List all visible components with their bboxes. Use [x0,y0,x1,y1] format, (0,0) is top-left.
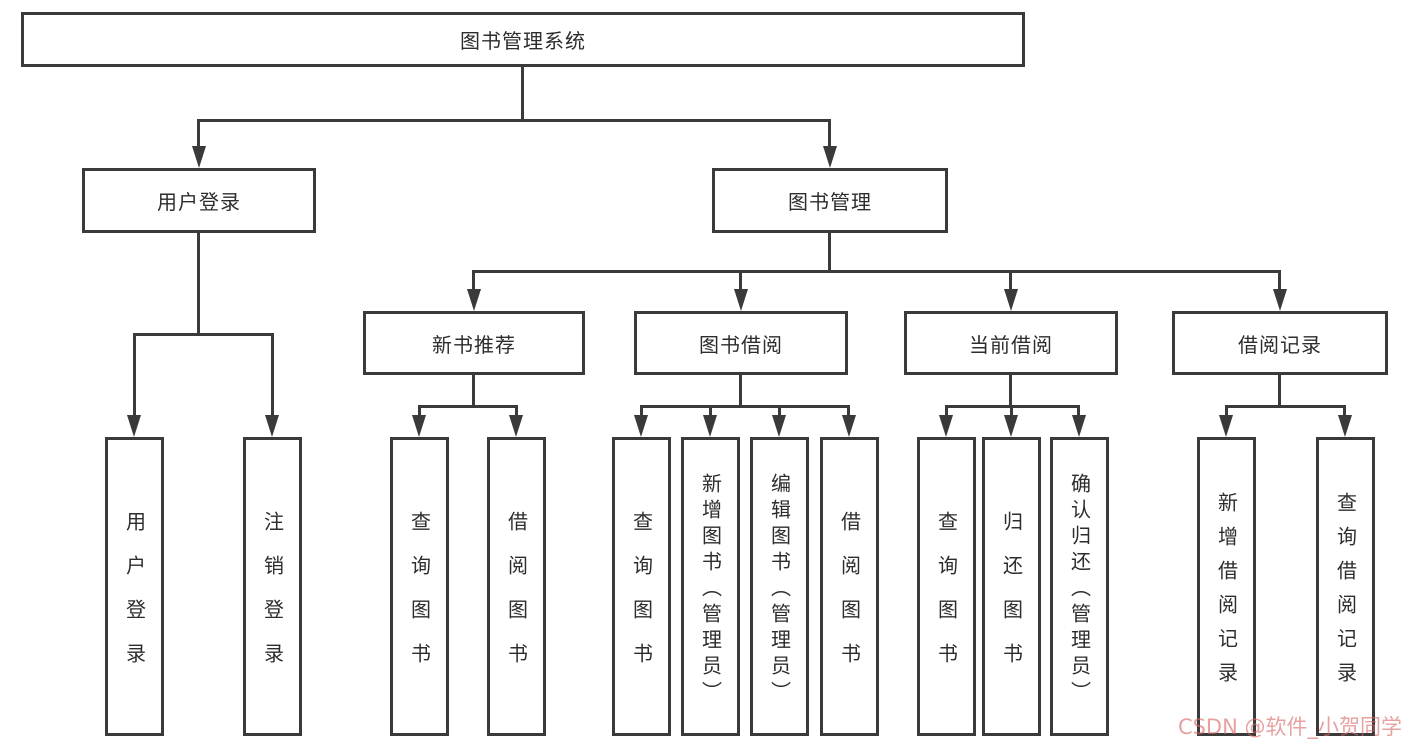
leaf-borrow-borrow-books-label: 借阅图书 [837,510,862,687]
arrow-down-icon [1072,415,1086,437]
node-book-management: 图书管理 [712,168,948,233]
arrow-down-icon [634,415,648,437]
connector-line [739,375,742,408]
leaf-current-return-books: 归还图书 [982,437,1041,736]
arrow-down-icon [842,415,856,437]
arrow-down-icon [265,415,279,437]
leaf-recommend-query-books: 查询图书 [390,437,449,736]
leaf-recommend-borrow-books-label: 借阅图书 [504,510,529,687]
arrow-down-icon [509,415,523,437]
csdn-watermark: CSDN @软件_小贺同学 [1177,715,1402,739]
leaf-user-login-label: 用户登录 [122,510,147,687]
connector-line [1278,375,1281,408]
node-user-login-label: 用户登录 [157,190,241,214]
node-borrow-record: 借阅记录 [1172,311,1388,375]
leaf-logout: 注销登录 [243,437,302,736]
connector-line [133,333,274,336]
leaf-current-query-books: 查询图书 [917,437,976,736]
connector-line [828,119,831,152]
leaf-logout-label: 注销登录 [260,510,285,687]
arrow-down-icon [412,415,426,437]
connector-line [778,405,781,418]
connector-line [739,270,742,292]
connector-line [1010,405,1013,418]
connector-line [1009,270,1012,292]
arrow-down-icon [1004,415,1018,437]
leaf-record-add-borrow-record-label: 新增借阅记录 [1214,491,1239,696]
node-new-book-recommend: 新书推荐 [363,311,585,375]
arrow-down-icon [939,415,953,437]
connector-line [521,66,524,121]
node-borrow-record-label: 借阅记录 [1238,332,1322,357]
arrow-down-icon [192,146,206,168]
connector-line [418,405,421,418]
leaf-current-confirm-return-admin-label: 确认归还（管理员） [1067,472,1092,707]
leaf-user-login: 用户登录 [105,437,164,736]
leaf-borrow-add-books-admin-label: 新增图书（管理员） [698,472,723,707]
connector-line [828,232,831,273]
connector-line [640,405,850,408]
leaf-current-return-books-label: 归还图书 [999,510,1024,687]
arrow-down-icon [127,415,141,437]
node-new-book-recommend-label: 新书推荐 [432,332,516,357]
leaf-recommend-query-books-label: 查询图书 [407,510,432,687]
node-book-borrow: 图书借阅 [634,311,848,375]
arrow-down-icon [772,415,786,437]
connector-line [709,405,712,418]
connector-line [418,405,518,408]
connector-line [1009,375,1012,408]
arrow-down-icon [1219,415,1233,437]
leaf-current-query-books-label: 查询图书 [934,510,959,687]
node-current-borrow: 当前借阅 [904,311,1118,375]
node-root: 图书管理系统 [21,12,1025,67]
arrow-down-icon [1338,415,1352,437]
node-book-borrow-label: 图书借阅 [699,332,783,357]
leaf-borrow-query-books: 查询图书 [612,437,671,736]
leaf-record-query-borrow-record-label: 查询借阅记录 [1333,491,1358,696]
arrow-down-icon [1004,289,1018,311]
connector-line [271,333,274,418]
arrow-down-icon [703,415,717,437]
connector-line [472,270,475,292]
node-current-borrow-label: 当前借阅 [969,332,1053,357]
connector-line [133,333,136,418]
arrow-down-icon [734,289,748,311]
connector-line [472,270,1281,273]
connector-line [1225,405,1346,408]
connector-line [640,405,643,418]
arrow-down-icon [823,146,837,168]
connector-line [1278,270,1281,292]
leaf-record-add-borrow-record: 新增借阅记录 [1197,437,1256,736]
node-root-label: 图书管理系统 [460,29,586,53]
leaf-borrow-query-books-label: 查询图书 [629,510,654,687]
node-user-login: 用户登录 [82,168,316,233]
leaf-borrow-edit-books-admin: 编辑图书（管理员） [750,437,809,736]
connector-line [1343,405,1346,418]
leaf-record-query-borrow-record: 查询借阅记录 [1316,437,1375,736]
connector-line [515,405,518,418]
connector-line [945,405,948,418]
connector-line [197,119,200,152]
connector-line [1225,405,1228,418]
leaf-borrow-edit-books-admin-label: 编辑图书（管理员） [767,472,792,707]
node-book-management-label: 图书管理 [788,190,872,214]
connector-line [847,405,850,418]
leaf-recommend-borrow-books: 借阅图书 [487,437,546,736]
leaf-borrow-add-books-admin: 新增图书（管理员） [681,437,740,736]
leaf-current-confirm-return-admin: 确认归还（管理员） [1050,437,1109,736]
connector-line [197,232,200,335]
arrow-down-icon [467,289,481,311]
arrow-down-icon [1273,289,1287,311]
connector-line [1077,405,1080,418]
leaf-borrow-borrow-books: 借阅图书 [820,437,879,736]
connector-line [472,375,475,408]
connector-line [197,119,831,122]
